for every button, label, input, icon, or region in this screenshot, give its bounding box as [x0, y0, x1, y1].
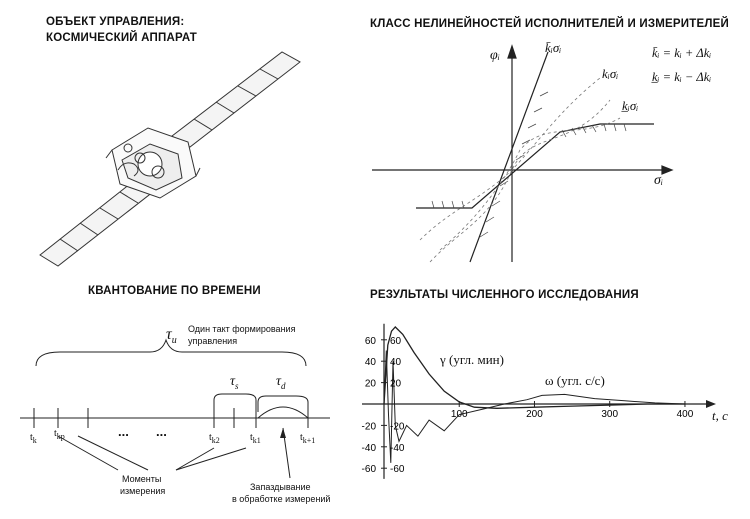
tau-u-desc-line2: управления — [188, 336, 238, 346]
y-tick-label-left: 40 — [365, 357, 377, 368]
x-tick-label: 300 — [601, 409, 618, 420]
ellipsis-2: ... — [156, 424, 167, 439]
tau-s-brace — [213, 393, 257, 412]
sample-curve-2 — [429, 99, 611, 263]
delay-label-line1: Запаздывание — [250, 482, 311, 492]
upper-bound-line — [469, 51, 549, 263]
tau-u-symbol: τu — [166, 326, 177, 347]
y-tick-label-inner: -60 — [390, 464, 405, 475]
tick-label-tk2: tk2 — [209, 432, 220, 445]
results-title: РЕЗУЛЬТАТЫ ЧИСЛЕННОГО ИССЛЕДОВАНИЯ — [370, 289, 639, 301]
x-tick-label: 100 — [451, 409, 468, 420]
ellipsis-1: ... — [118, 424, 129, 439]
x-axis-label: t, c — [712, 408, 728, 423]
quantization-title: КВАНТОВАНИЕ ПО ВРЕМЕНИ — [88, 285, 261, 297]
y-tick-label-left: 20 — [365, 379, 377, 390]
gamma-series-label: γ (угл. мин) — [440, 352, 504, 367]
mid-curve-label: kᵢσᵢ — [602, 66, 619, 81]
y-tick-label-left: -40 — [362, 443, 377, 454]
x-tick-label: 200 — [526, 409, 543, 420]
nonlinearity-title: КЛАСС НЕЛИНЕЙНОСТЕЙ ИСПОЛНИТЕЛЕЙ И ИЗМЕР… — [370, 18, 729, 30]
spacecraft-title-line1: ОБЪЕКТ УПРАВЛЕНИЯ: — [46, 16, 185, 28]
omega-series-line — [383, 350, 686, 463]
y-tick-label-inner: -40 — [390, 443, 405, 454]
y-tick-label-left: -20 — [362, 421, 377, 432]
phi-axis-label: φᵢ — [490, 48, 500, 63]
tau-s-symbol: τs — [230, 374, 239, 391]
formula-lower: k̲ᵢ = kᵢ − Δkᵢ — [652, 70, 712, 84]
delay-label-line2: в обработке измерений — [232, 494, 331, 504]
tau-u-brace — [35, 338, 307, 367]
sigma-axis-label: σᵢ — [654, 173, 664, 188]
y-tick-label-left: 60 — [365, 336, 377, 347]
tick-label-tkp: tkp — [54, 428, 65, 441]
tick-label-tk-plus-1: tk+1 — [300, 432, 316, 445]
omega-series-label: ω (угл. с/с) — [545, 373, 605, 388]
gamma-series-line — [383, 326, 685, 409]
spacecraft-title-line2: КОСМИЧЕСКИЙ АППАРАТ — [46, 32, 197, 44]
tick-label-tk: tk — [30, 432, 37, 445]
tau-d-brace — [257, 395, 309, 412]
y-tick-label-left: -60 — [362, 464, 377, 475]
tau-u-desc-line1: Один такт формирования — [188, 324, 296, 334]
tick-label-tk1: tk1 — [250, 432, 261, 445]
lower-bound-line — [416, 123, 654, 209]
x-axis-arrow — [706, 400, 716, 408]
measure-label-line2: измерения — [120, 486, 166, 496]
y-tick-label-inner: -20 — [390, 421, 405, 432]
sample-curve-1 — [419, 77, 601, 241]
y-tick-label-inner: 20 — [390, 379, 402, 390]
measure-label-line1: Моменты — [122, 474, 162, 484]
y-tick-label-inner: 60 — [390, 336, 402, 347]
y-tick-label-inner: 40 — [390, 357, 402, 368]
tau-d-symbol: τd — [276, 374, 286, 391]
formula-upper: k̄ᵢ = kᵢ + Δkᵢ — [652, 46, 712, 60]
lower-bound-label: k̲ᵢσᵢ — [622, 98, 639, 113]
delay-arc — [257, 406, 309, 419]
x-tick-label: 400 — [677, 409, 694, 420]
upper-bound-label: k̄ᵢσᵢ — [545, 40, 562, 55]
